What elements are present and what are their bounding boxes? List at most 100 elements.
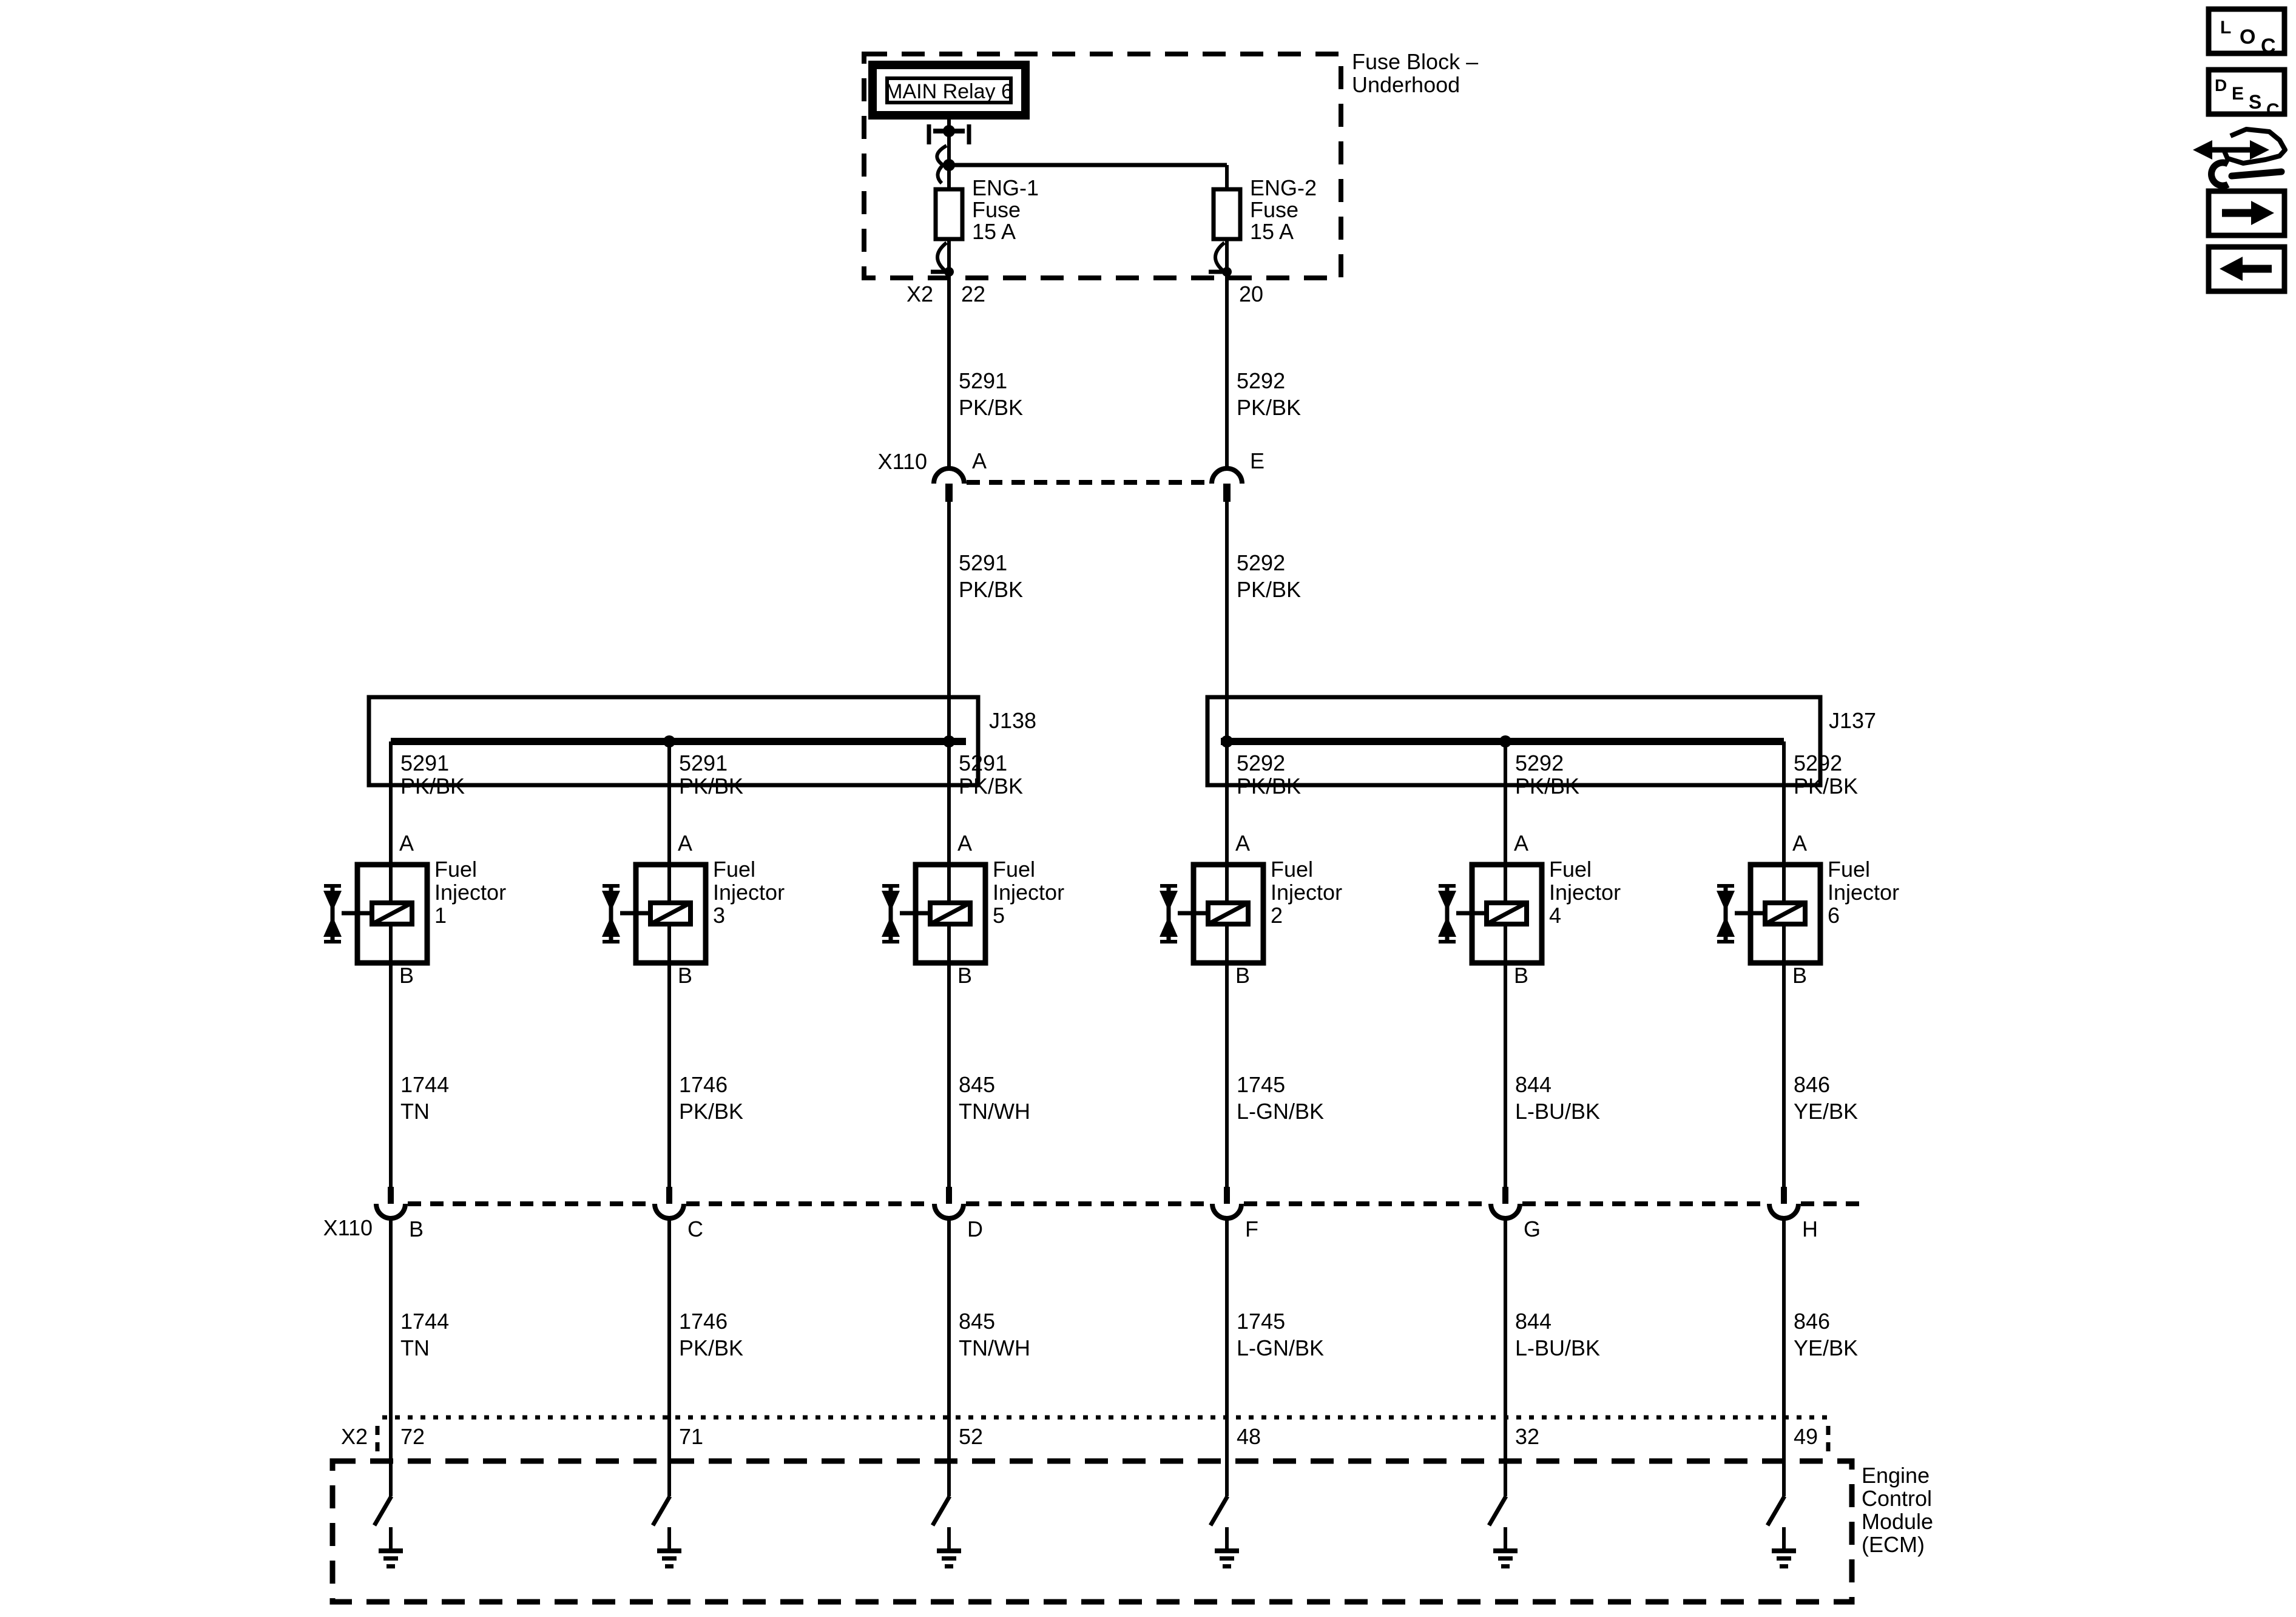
- device-label: Injector: [1549, 880, 1621, 905]
- wire-color: TN: [400, 1099, 430, 1124]
- connector-label-x2: X2: [907, 282, 933, 306]
- wire-color: TN/WH: [959, 1099, 1030, 1124]
- wire-color: L-GN/BK: [1237, 1099, 1324, 1124]
- pin-label: B: [957, 963, 972, 988]
- next-button[interactable]: [2206, 188, 2288, 238]
- connector-terminal: [655, 1187, 684, 1218]
- splice-label: J137: [1829, 708, 1876, 733]
- device-label: Fuel: [434, 857, 477, 882]
- circuit-number: 846: [1794, 1309, 1830, 1334]
- connector-terminal: [376, 1187, 405, 1218]
- connector-terminal: [934, 468, 964, 502]
- injector-column-3: 5291 PK/BK A Fuel Injector 5 B 845 TN/WH…: [882, 751, 1064, 1568]
- loc-letter: C: [2261, 35, 2276, 58]
- circuit-number: 5292: [1515, 751, 1564, 775]
- device-label: Fuel: [1549, 857, 1592, 882]
- circuit-number: 846: [1794, 1072, 1830, 1097]
- device-number: 2: [1271, 903, 1283, 928]
- injector-column-4: 5292 PK/BK A Fuel Injector 2 B 1745 L-GN…: [1160, 751, 1342, 1568]
- vehicle-outline: [2221, 127, 2288, 166]
- circuit-number: 1744: [400, 1072, 449, 1097]
- ecm-boundary: [329, 1458, 1855, 1605]
- pin-label: G: [1524, 1217, 1541, 1241]
- back-button[interactable]: [2206, 244, 2288, 294]
- device-label: Fuel: [1271, 857, 1313, 882]
- circuit-number: 5291: [959, 550, 1007, 575]
- pin-label: 22: [961, 282, 985, 306]
- device-label: Fuel: [993, 857, 1035, 882]
- wrench-head: [2208, 159, 2230, 189]
- injector-column-6: 5292 PK/BK A Fuel Injector 6 B 846 YE/BK…: [1717, 751, 1899, 1568]
- relay-contact-symbol: [927, 124, 971, 144]
- splice-pack-j137: J137: [1205, 695, 1876, 788]
- connector-label-x2: X2: [341, 1424, 368, 1449]
- circuit-number: 5292: [1237, 751, 1285, 775]
- circuit-number: 5291: [679, 751, 728, 775]
- wire-color: PK/BK: [959, 395, 1023, 420]
- connector-terminal: [934, 1187, 964, 1218]
- device-number: 4: [1549, 903, 1561, 928]
- circuit-number: 5292: [1237, 550, 1285, 575]
- sidebar: L O C D E S C: [2193, 6, 2288, 294]
- pin-label: H: [1802, 1217, 1818, 1241]
- desc-letter: S: [2249, 91, 2261, 113]
- wire-color: TN/WH: [959, 1335, 1030, 1360]
- fuel-injector-symbol: [1717, 865, 1820, 963]
- branch-junction-dot: [943, 159, 955, 171]
- wire-color: L-BU/BK: [1515, 1099, 1600, 1124]
- pin-label: E: [1250, 448, 1264, 473]
- pin-label: B: [1514, 963, 1528, 988]
- loc-button[interactable]: L O C: [2206, 6, 2288, 58]
- desc-button[interactable]: D E S C: [2206, 67, 2288, 120]
- wire-color: PK/BK: [1237, 774, 1301, 798]
- wire-color: L-BU/BK: [1515, 1335, 1600, 1360]
- fuse-eng1-symbol: [933, 187, 965, 241]
- fuse-eng1-label: ENG-1 Fuse 15 A: [972, 175, 1039, 244]
- pin-label: D: [967, 1217, 983, 1241]
- wire-color: PK/BK: [679, 774, 743, 798]
- wire-color: PK/BK: [1237, 395, 1301, 420]
- pin-label: 48: [1237, 1424, 1261, 1449]
- fuse-block-label: Fuse Block –: [1352, 49, 1478, 74]
- pin-label: A: [399, 831, 414, 856]
- splice-hook: [935, 144, 948, 185]
- ecm-module: Engine Control Module (ECM): [329, 1458, 1933, 1605]
- device-number: 5: [993, 903, 1005, 928]
- circuit-number: 5292: [1237, 368, 1285, 393]
- wire-color: PK/BK: [1794, 774, 1858, 798]
- ecm-driver-ground: [653, 1496, 681, 1568]
- feed-circuit-labels-mid: 5291 PK/BK 5292 PK/BK: [959, 550, 1301, 602]
- ecm-label: Module: [1862, 1509, 1933, 1534]
- desc-letter: E: [2232, 84, 2244, 104]
- svg-text:ENG-1: ENG-1: [972, 175, 1039, 200]
- circuit-number: 1745: [1237, 1309, 1285, 1334]
- fuel-injector-symbol: [323, 865, 427, 963]
- pin-label: B: [409, 1217, 424, 1241]
- device-label: Injector: [993, 880, 1064, 905]
- wire-color: PK/BK: [400, 774, 465, 798]
- splice-pack-j138: J138: [366, 695, 1036, 788]
- pin-label: 72: [400, 1424, 425, 1449]
- loc-letter: O: [2240, 25, 2255, 49]
- wire-color: PK/BK: [959, 774, 1023, 798]
- device-label: Injector: [434, 880, 506, 905]
- arrow-right-head: [2250, 140, 2269, 160]
- vehicle-service-icon[interactable]: [2193, 127, 2288, 189]
- device-label: Injector: [1271, 880, 1342, 905]
- pin-label: A: [1514, 831, 1528, 856]
- x2-ecm-connector: X2: [341, 1415, 1831, 1455]
- svg-text:15 A: 15 A: [1250, 219, 1294, 244]
- x110-bottom-connector: X110: [323, 1201, 1866, 1240]
- fuel-injector-symbol: [1160, 865, 1263, 963]
- ecm-driver-ground: [933, 1496, 961, 1568]
- pin-label: B: [399, 963, 414, 988]
- wire-color: PK/BK: [679, 1335, 743, 1360]
- main-relay-label: MAIN Relay 6: [885, 80, 1013, 103]
- ecm-driver-ground: [374, 1496, 403, 1568]
- arrow-right-head: [2251, 201, 2274, 225]
- wrench-handle: [2228, 168, 2285, 180]
- device-label: Injector: [1828, 880, 1899, 905]
- circuit-number: 844: [1515, 1072, 1551, 1097]
- x110-top-connector: X110 A E: [878, 448, 1264, 502]
- injector-column-2: 5291 PK/BK A Fuel Injector 3 B 1746 PK/B…: [602, 751, 785, 1568]
